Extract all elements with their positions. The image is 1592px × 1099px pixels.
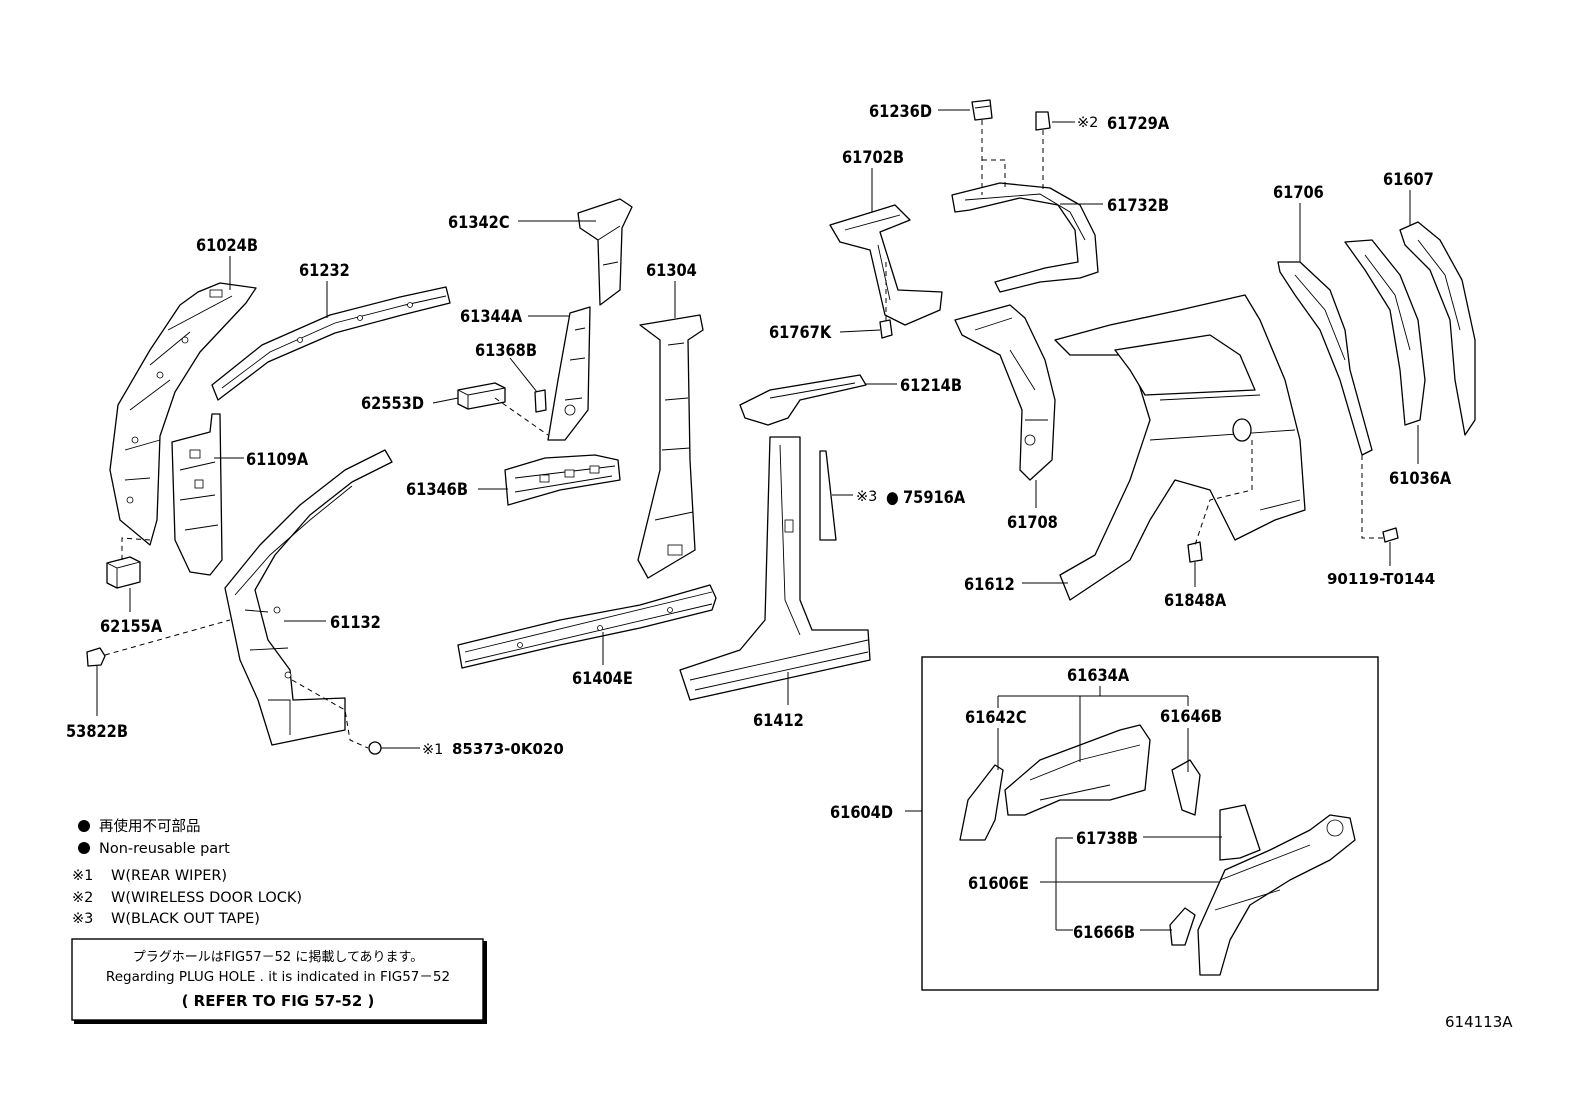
label-61642C: 61642C [965, 707, 1027, 727]
label-61612: 61612 [964, 574, 1015, 594]
part-61729A [1035, 111, 1051, 131]
label-61607: 61607 [1383, 169, 1434, 189]
label-mark-1: ※1 [422, 742, 443, 758]
label-53822B: 53822B [66, 721, 128, 741]
label-61232: 61232 [299, 260, 350, 280]
label-61666B: 61666B [1073, 922, 1135, 942]
label-61606E: 61606E [968, 873, 1029, 893]
label-61132: 61132 [330, 612, 381, 632]
part-61368B [534, 389, 547, 413]
label-61738B: 61738B [1076, 828, 1138, 848]
part-61036A [1344, 239, 1426, 426]
part-61132 [224, 449, 393, 746]
legend-note1-mark: ※1 [72, 868, 93, 884]
label-61702B: 61702B [842, 147, 904, 167]
legend-dot-jp [78, 820, 90, 832]
part-61404E [457, 584, 717, 669]
part-61232 [211, 286, 451, 401]
part-61767K [879, 319, 893, 339]
legend-note1-text: W(REAR WIPER) [111, 868, 227, 884]
label-61767K: 61767K [769, 322, 832, 342]
legend-note2-mark: ※2 [72, 890, 93, 906]
label-61236D: 61236D [869, 101, 932, 121]
note-line-en: Regarding PLUG HOLE . it is indicated in… [106, 969, 450, 985]
part-61344A [547, 306, 591, 441]
label-61404E: 61404E [572, 668, 633, 688]
part-61024B [109, 282, 257, 546]
legend-nonreusable-en: Non-reusable part [99, 841, 230, 857]
label-62155A: 62155A [100, 616, 163, 636]
part-61412 [679, 436, 871, 701]
label-61036A: 61036A [1389, 468, 1452, 488]
part-61346B [504, 454, 621, 506]
legend: 再使用不可部品 Non-reusable part ※1 W(REAR WIPE… [72, 818, 302, 927]
part-61634A-body [1004, 724, 1151, 816]
label-75916A: 75916A [903, 487, 966, 507]
part-labels: 61236D ※2 61729A 61702B 61732B 61706 616… [66, 101, 1452, 942]
label-61344A: 61344A [460, 306, 523, 326]
label-61646B: 61646B [1160, 706, 1222, 726]
label-61848A: 61848A [1164, 590, 1227, 610]
note-line-ref: ( REFER TO FIG 57-52 ) [182, 992, 375, 1010]
label-61412: 61412 [753, 710, 804, 730]
figure-code: 614113A [1445, 1013, 1513, 1031]
label-61109A: 61109A [246, 449, 309, 469]
part-61738B [1219, 804, 1261, 861]
legend-note3-text: W(BLACK OUT TAPE) [111, 911, 260, 927]
label-61604D: 61604D [830, 802, 893, 822]
part-61706 [1277, 261, 1373, 456]
part-62155A [106, 556, 141, 589]
part-90119-T0144 [1382, 527, 1399, 543]
label-61304: 61304 [646, 260, 697, 280]
label-85373-0K020: 85373-0K020 [452, 740, 564, 758]
part-61848A [1187, 541, 1203, 563]
label-61729A: 61729A [1107, 113, 1170, 133]
dashed-lines [104, 120, 1383, 749]
label-61708: 61708 [1007, 512, 1058, 532]
label-61732B: 61732B [1107, 195, 1169, 215]
part-61708 [954, 304, 1056, 481]
part-61606E [1197, 814, 1356, 976]
label-mark-2: ※2 [1077, 115, 1098, 131]
part-61607 [1399, 221, 1476, 436]
part-85373-0K020 [368, 741, 382, 755]
part-61214B [739, 374, 867, 426]
label-62553D: 62553D [361, 393, 424, 413]
part-61109A [171, 413, 223, 576]
part-61304 [637, 314, 704, 579]
inset-box-61604D [921, 656, 1379, 991]
leader-lines [96, 109, 1419, 931]
legend-note2-text: W(WIRELESS DOOR LOCK) [111, 890, 302, 906]
part-61642C [959, 764, 1004, 841]
part-61342C [577, 198, 633, 306]
part-61612 [1054, 294, 1306, 601]
part-62553D [457, 382, 506, 410]
label-mark-3: ※3 [856, 489, 877, 505]
label-61214B: 61214B [900, 375, 962, 395]
label-90119-T0144: 90119-T0144 [1327, 570, 1435, 588]
legend-nonreusable-jp: 再使用不可部品 [99, 818, 201, 835]
note-line-jp: プラグホールはFIG57－52 に掲載してあります。 [133, 949, 424, 965]
part-75916A [819, 450, 837, 541]
label-dot-75916A: ● [886, 487, 899, 507]
legend-dot-en [78, 842, 90, 854]
label-61706: 61706 [1273, 182, 1324, 202]
part-53822B [86, 647, 106, 667]
label-61368B: 61368B [475, 340, 537, 360]
part-61646B [1171, 759, 1201, 816]
label-61342C: 61342C [448, 212, 510, 232]
legend-note3-mark: ※3 [72, 911, 93, 927]
label-61634A: 61634A [1067, 665, 1130, 685]
part-61732B [951, 182, 1099, 293]
label-61346B: 61346B [406, 479, 468, 499]
label-61024B: 61024B [196, 235, 258, 255]
part-61666B [1169, 907, 1196, 946]
part-61236D [971, 99, 993, 121]
plug-hole-note-box: プラグホールはFIG57－52 に掲載してあります。 Regarding PLU… [71, 938, 487, 1024]
